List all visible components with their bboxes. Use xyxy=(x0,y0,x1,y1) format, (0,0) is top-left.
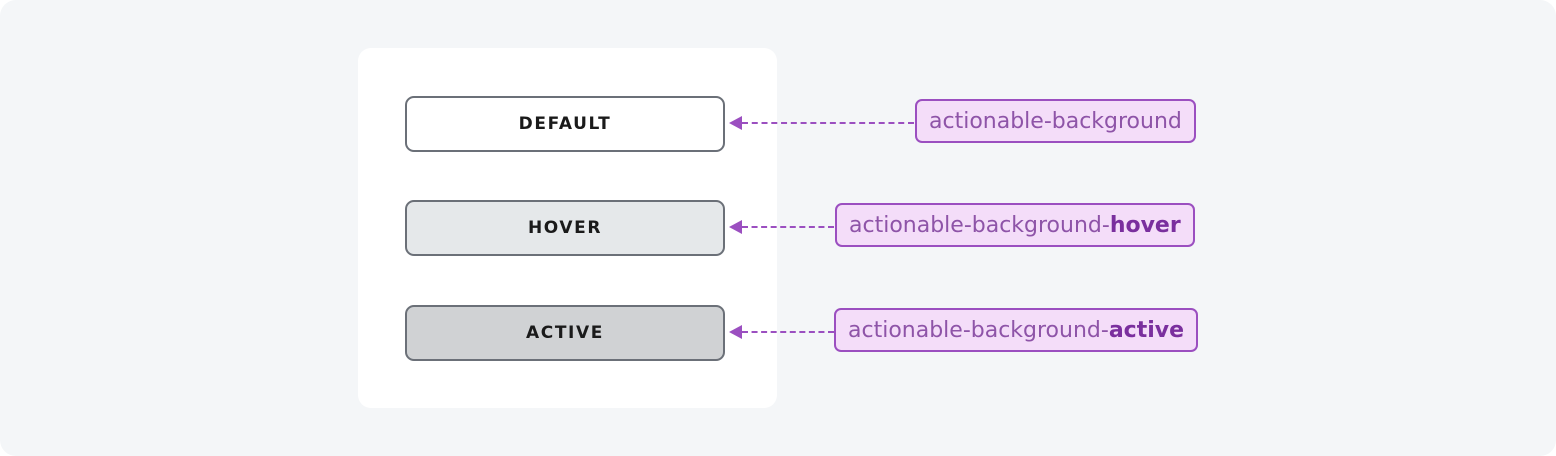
state-row-hover: HOVER actionable-background-hover xyxy=(0,198,1556,258)
token-prefix: actionable-background- xyxy=(848,317,1109,343)
token-label-hover[interactable]: actionable-background-hover xyxy=(835,203,1195,247)
state-button-label: HOVER xyxy=(527,218,603,238)
arrow-left-dashed-icon xyxy=(729,116,742,130)
state-row-default: DEFAULT actionable-background xyxy=(0,94,1556,154)
token-suffix: hover xyxy=(1109,212,1181,238)
state-row-active: ACTIVE actionable-background-active xyxy=(0,303,1556,363)
connector-line-active xyxy=(742,331,834,335)
token-prefix: actionable-background xyxy=(929,108,1182,134)
arrow-left-dashed-icon xyxy=(729,325,742,339)
state-button-hover[interactable]: HOVER xyxy=(405,200,725,256)
connector-line-hover xyxy=(742,226,834,230)
token-prefix: actionable-background- xyxy=(849,212,1110,238)
state-button-active[interactable]: ACTIVE xyxy=(405,305,725,361)
token-label-active[interactable]: actionable-background-active xyxy=(834,308,1199,352)
state-button-label: DEFAULT xyxy=(518,114,612,134)
token-label-default[interactable]: actionable-background xyxy=(915,99,1196,143)
token-suffix: active xyxy=(1108,317,1185,343)
state-button-default[interactable]: DEFAULT xyxy=(405,96,725,152)
connector-line-default xyxy=(742,122,914,126)
state-button-label: ACTIVE xyxy=(526,323,604,343)
arrow-left-dashed-icon xyxy=(729,220,742,234)
